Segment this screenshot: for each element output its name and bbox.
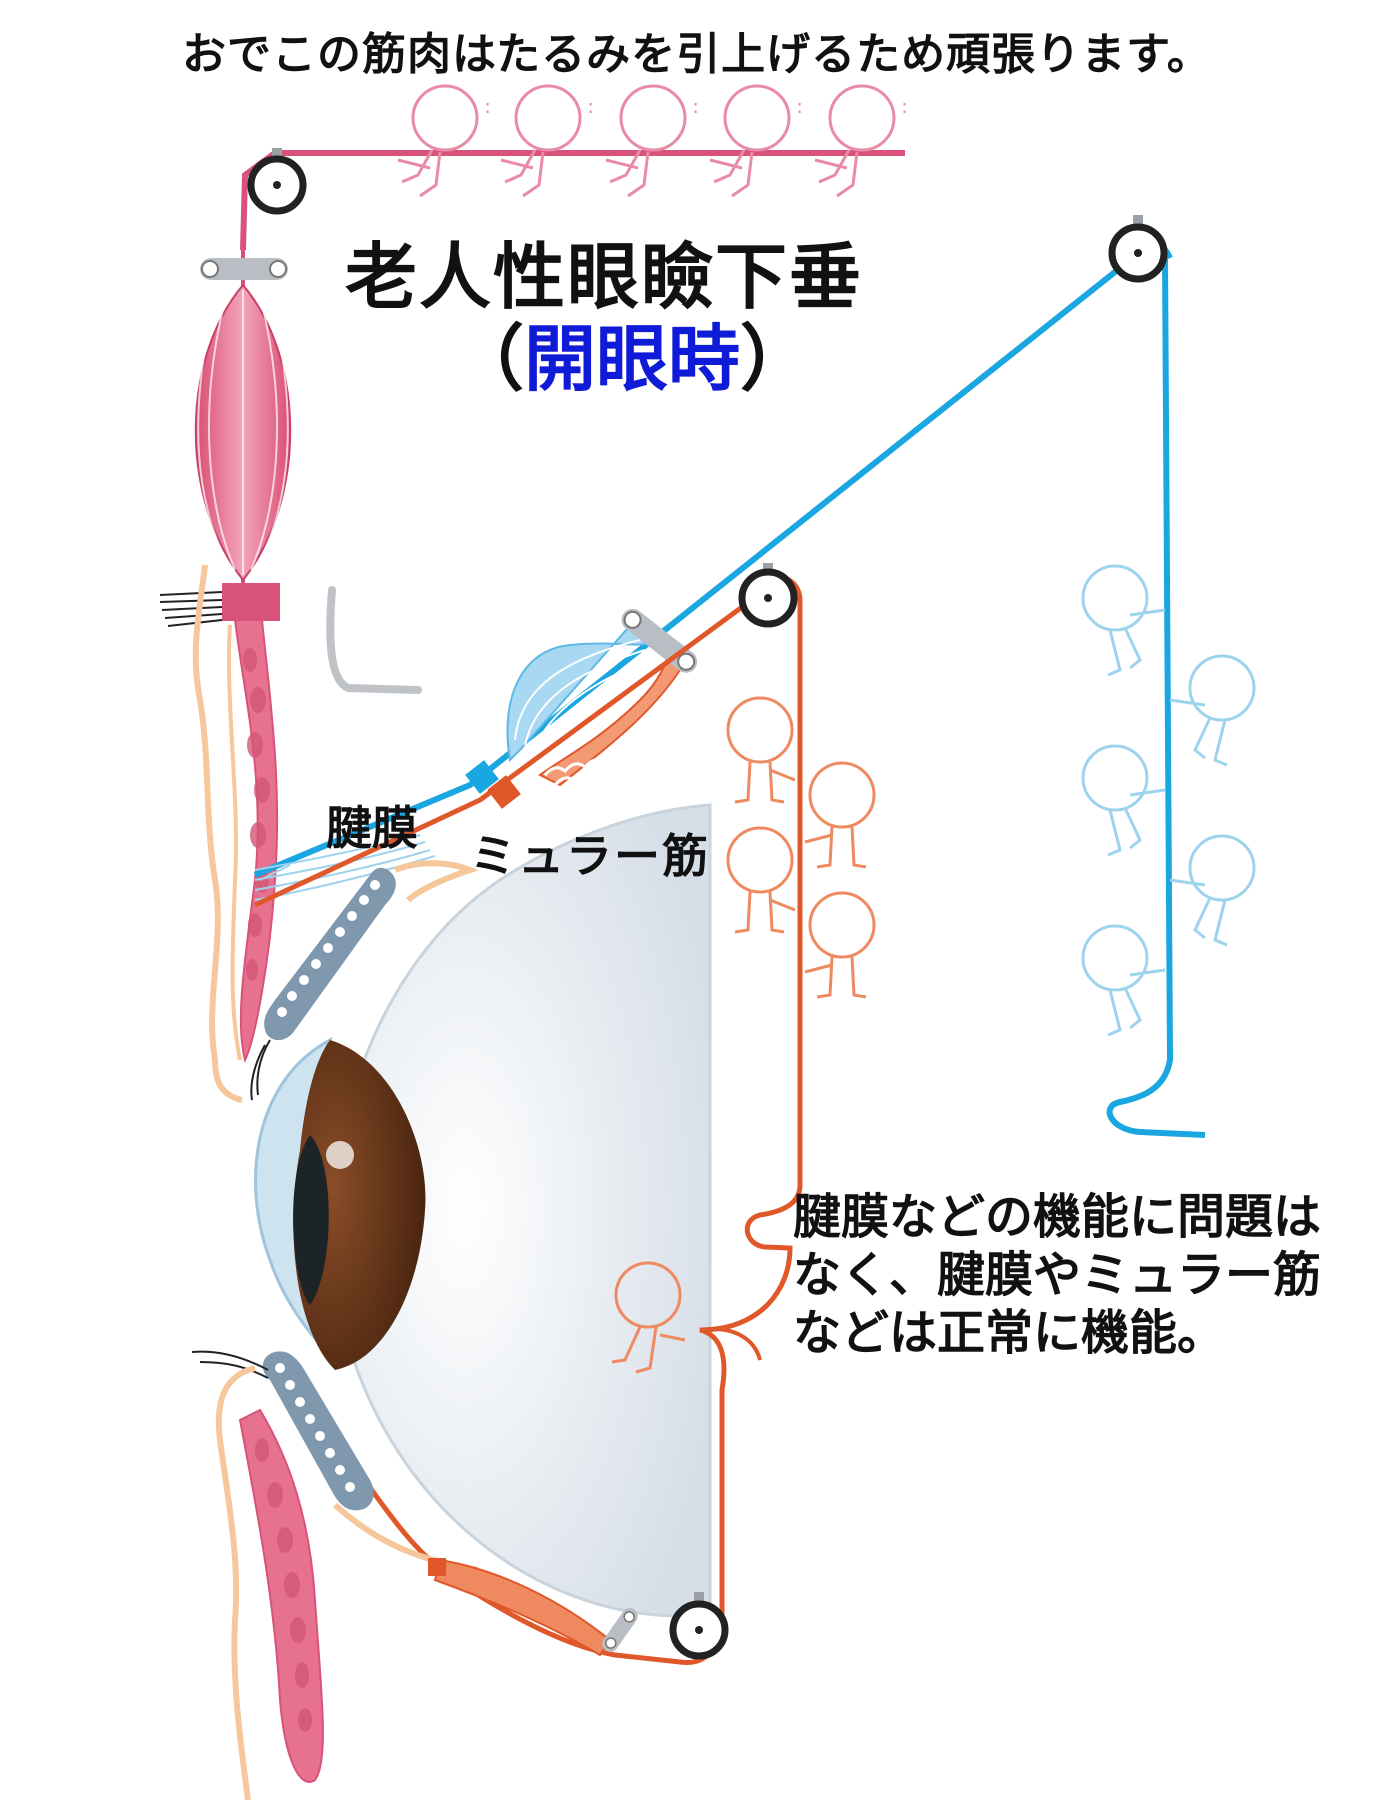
pupil	[293, 1135, 329, 1305]
eyebrow-hairs	[159, 591, 223, 627]
svg-text:∶: ∶	[485, 96, 490, 120]
lower-tarsus	[262, 1351, 374, 1511]
label-aponeurosis: 腱膜	[326, 801, 418, 855]
top-caption: おでこの筋肉はたるみを引上げるため頑張ります。	[182, 29, 1212, 80]
label-muller-muscle: ミュラー筋	[470, 829, 710, 883]
upper-eyelid-tissue	[192, 564, 279, 1103]
explanation-note: 腱膜などの機能に問題は なく、腱膜やミュラー筋 などは正常に機能。	[793, 1188, 1393, 1362]
helper-figure	[1169, 654, 1256, 767]
levator-helpers	[1081, 564, 1256, 1037]
svg-text:∶: ∶	[797, 96, 802, 120]
svg-text:∶: ∶	[902, 96, 907, 120]
lower-eyelashes	[191, 1350, 269, 1379]
levator-muscle	[506, 618, 662, 763]
upper-eyelashes	[250, 1039, 271, 1101]
diagram-subtitle: （開眼時）	[452, 300, 812, 405]
subtitle-open-paren: （	[452, 317, 525, 401]
frontalis-muscle	[194, 258, 292, 621]
frontalis-helpers: ∶ ∶ ∶ ∶ ∶	[397, 84, 907, 198]
note-line: などは正常に機能。	[793, 1305, 1226, 1361]
helper-figure: ∶	[814, 84, 907, 198]
lower-retractor-muscle	[428, 1558, 638, 1657]
pulley-muller	[738, 563, 798, 628]
diagram-title: 老人性眼瞼下垂	[345, 235, 864, 319]
helper-figure	[1081, 564, 1166, 677]
helper-figure: ∶	[397, 84, 490, 198]
helper-figure: ∶	[500, 84, 593, 198]
eyeball	[254, 803, 712, 1618]
pulley-bottom	[669, 1592, 729, 1660]
upper-tarsus	[264, 860, 479, 1041]
helper-figure	[804, 891, 876, 999]
iris	[293, 1040, 426, 1370]
helper-figure	[611, 1261, 686, 1374]
pulley-levator	[1108, 215, 1168, 283]
helper-figure: ∶	[605, 84, 698, 198]
muller-helpers	[611, 696, 876, 1374]
note-line: 腱膜などの機能に問題は	[793, 1189, 1322, 1245]
helper-figure	[726, 696, 796, 804]
helper-figure	[804, 761, 876, 869]
eyelid-crease	[326, 586, 422, 694]
pulley-frontalis	[247, 148, 307, 215]
helper-figure	[1081, 924, 1166, 1037]
helper-figure	[1081, 744, 1166, 857]
svg-text:∶: ∶	[588, 96, 593, 120]
subtitle-accent: 開眼時	[524, 317, 741, 401]
helper-figure	[726, 826, 796, 934]
svg-text:∶: ∶	[693, 96, 698, 120]
subtitle-close-paren: ）	[740, 317, 813, 401]
cord-markers	[465, 760, 521, 809]
note-line: なく、腱膜やミュラー筋	[793, 1247, 1322, 1303]
helper-figure: ∶	[709, 84, 802, 198]
helper-figure	[1169, 834, 1256, 947]
